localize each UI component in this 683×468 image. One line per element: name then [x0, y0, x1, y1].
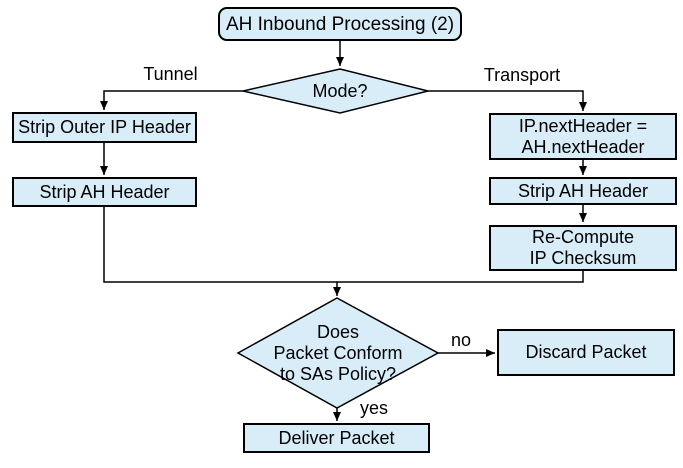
policy-decision-diamond [236, 297, 440, 409]
deliver-packet-node: Deliver Packet [243, 423, 430, 453]
strip-ah-tunnel-node: Strip AH Header [12, 177, 197, 207]
edge-mode-to-strip-outer [100, 90, 243, 110]
recompute-checksum-node: Re-Compute IP Checksum [489, 225, 677, 271]
edge-mode-to-ip-next [428, 90, 587, 111]
ip-next-header-node: IP.nextHeader = AH.nextHeader [489, 113, 677, 160]
start-node: AH Inbound Processing (2) [218, 7, 462, 41]
recompute-checksum-line2: IP Checksum [529, 248, 637, 268]
edge-merge-left [103, 207, 337, 283]
discard-packet-node: Discard Packet [497, 329, 675, 376]
edge-merge-right [337, 271, 584, 283]
ip-next-header-line2: AH.nextHeader [521, 136, 645, 157]
transport-branch-label: Transport [483, 65, 561, 85]
tunnel-branch-label: Tunnel [143, 64, 198, 84]
strip-outer-ip-node: Strip Outer IP Header [12, 112, 197, 143]
ip-next-header-line1: IP.nextHeader = [518, 115, 648, 136]
strip-ah-transport-node: Strip AH Header [489, 177, 677, 205]
recompute-checksum-line1: Re-Compute [531, 227, 635, 247]
strip-outer-ip-label: Strip Outer IP Header [18, 117, 191, 137]
discard-packet-label: Discard Packet [525, 342, 647, 362]
strip-ah-transport-label: Strip AH Header [517, 180, 649, 201]
no-branch-label: no [450, 330, 472, 350]
start-node-label: AH Inbound Processing (2) [225, 13, 455, 35]
mode-decision-diamond [242, 68, 429, 114]
yes-branch-label: yes [359, 398, 388, 418]
strip-ah-tunnel-label: Strip AH Header [39, 181, 170, 202]
deliver-packet-label: Deliver Packet [278, 427, 395, 448]
